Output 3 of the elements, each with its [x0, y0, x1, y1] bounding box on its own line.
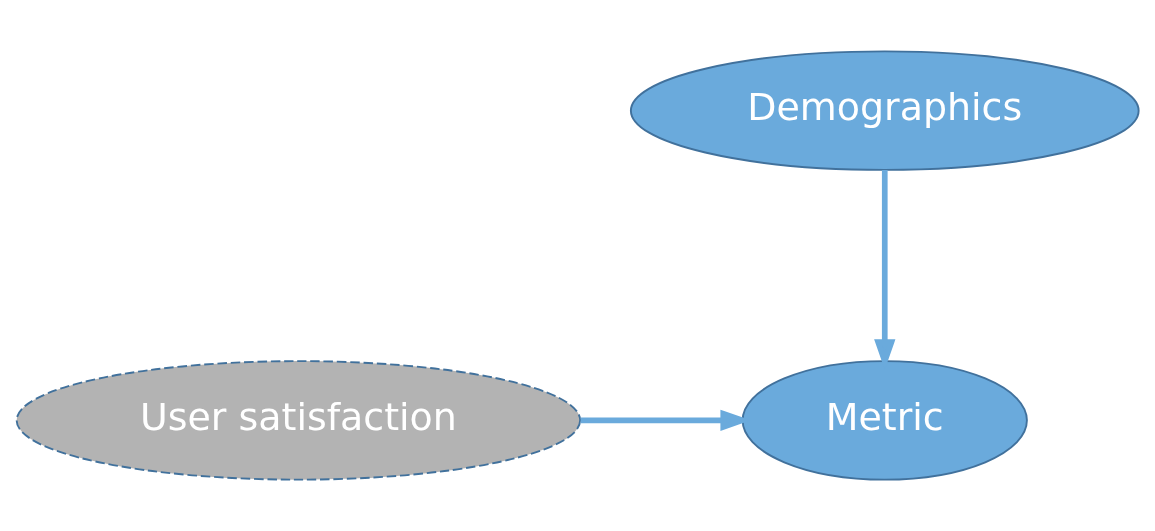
node-ellipse: Demographics: [629, 50, 1140, 171]
node-ellipse: User satisfaction: [15, 360, 582, 481]
node-ellipse: Metric: [741, 360, 1028, 481]
